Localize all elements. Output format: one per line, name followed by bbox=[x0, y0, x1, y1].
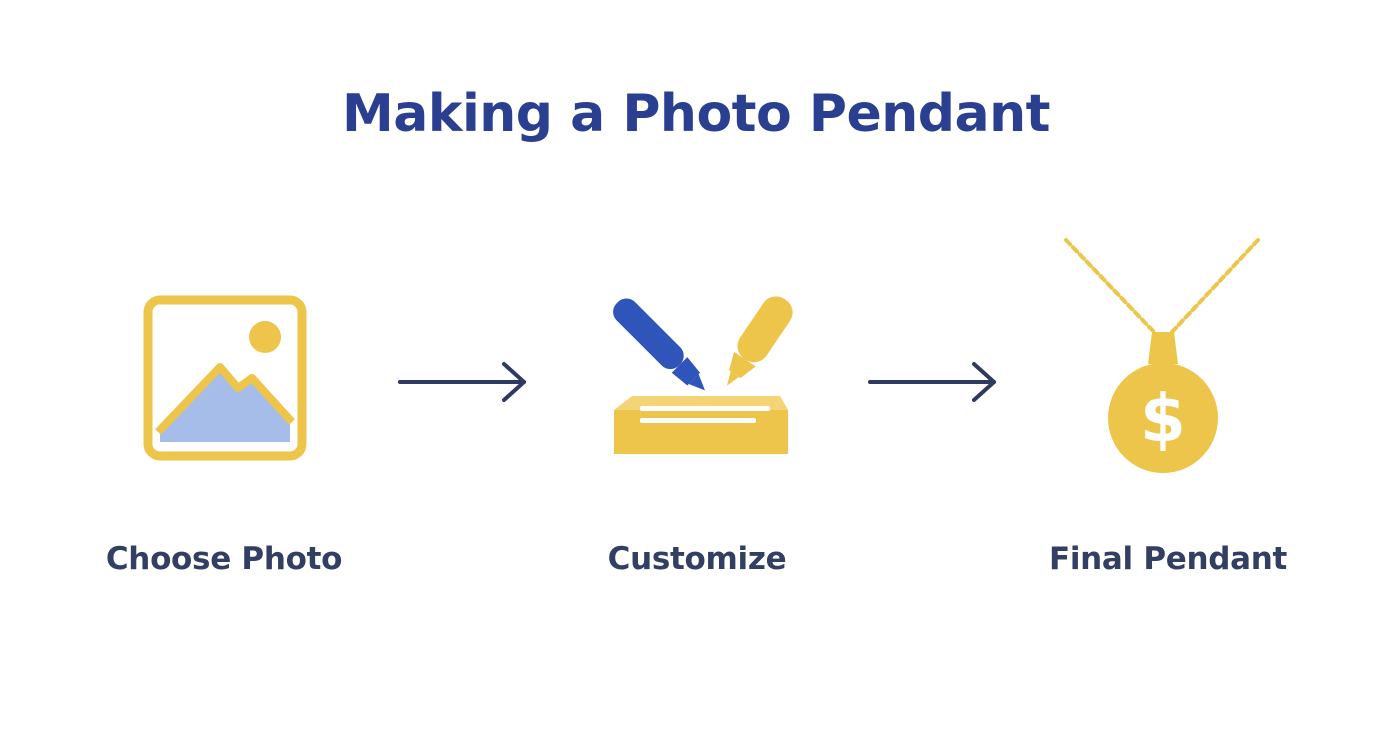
yellow-marker-shape bbox=[727, 296, 793, 386]
pendant-necklace-icon: $ bbox=[1064, 238, 1260, 473]
photo-icon bbox=[143, 295, 307, 461]
dollar-symbol: $ bbox=[1140, 380, 1186, 457]
pen-engraving-icon bbox=[613, 296, 793, 454]
step-label-choose-photo: Choose Photo bbox=[105, 541, 343, 577]
chain-right bbox=[1170, 238, 1260, 334]
chain-left bbox=[1064, 238, 1156, 334]
diagram-title: Making a Photo Pendant bbox=[342, 84, 1050, 144]
pendant-coin bbox=[1108, 363, 1218, 473]
step-label-final-pendant: Final Pendant bbox=[1048, 541, 1288, 577]
mountain-outline bbox=[155, 363, 295, 435]
arrow-right-icon bbox=[868, 362, 996, 402]
sun-shape bbox=[249, 321, 281, 353]
photo-frame bbox=[143, 295, 307, 461]
arrow-right-icon bbox=[398, 362, 526, 402]
pendant-bail bbox=[1148, 332, 1178, 364]
step-label-customize: Customize bbox=[607, 541, 787, 577]
blue-pen-shape bbox=[613, 298, 705, 391]
